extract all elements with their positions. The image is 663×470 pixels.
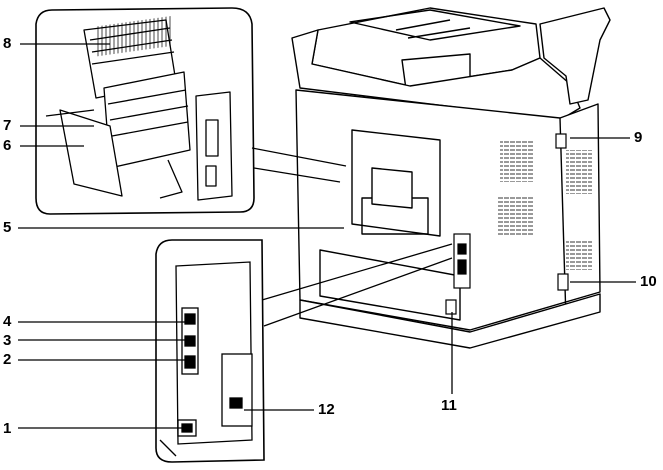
callout-10: 10 bbox=[640, 274, 657, 290]
connector-panel-inset bbox=[156, 240, 264, 462]
callout-9: 9 bbox=[634, 130, 642, 146]
callout-4: 4 bbox=[3, 314, 11, 330]
vent-grille-mid bbox=[498, 196, 534, 236]
ethernet-port bbox=[185, 356, 195, 368]
usb-port-device bbox=[185, 314, 195, 324]
callout-8: 8 bbox=[3, 36, 11, 52]
callout-1: 1 bbox=[3, 421, 11, 437]
vent-grille-low bbox=[566, 240, 592, 270]
callout-2: 2 bbox=[3, 352, 11, 368]
vent-grille-top bbox=[500, 140, 534, 182]
power-port bbox=[230, 398, 242, 408]
vent-grille-side bbox=[566, 150, 592, 194]
callout-3: 3 bbox=[3, 333, 11, 349]
callout-12: 12 bbox=[318, 402, 335, 418]
callout-7: 7 bbox=[3, 118, 11, 134]
printer-body bbox=[292, 8, 610, 348]
fuser-inset bbox=[36, 8, 254, 214]
callout-5: 5 bbox=[3, 220, 11, 236]
callout-6: 6 bbox=[3, 138, 11, 154]
callout-11: 11 bbox=[441, 398, 457, 414]
usb-port-host bbox=[185, 336, 195, 346]
